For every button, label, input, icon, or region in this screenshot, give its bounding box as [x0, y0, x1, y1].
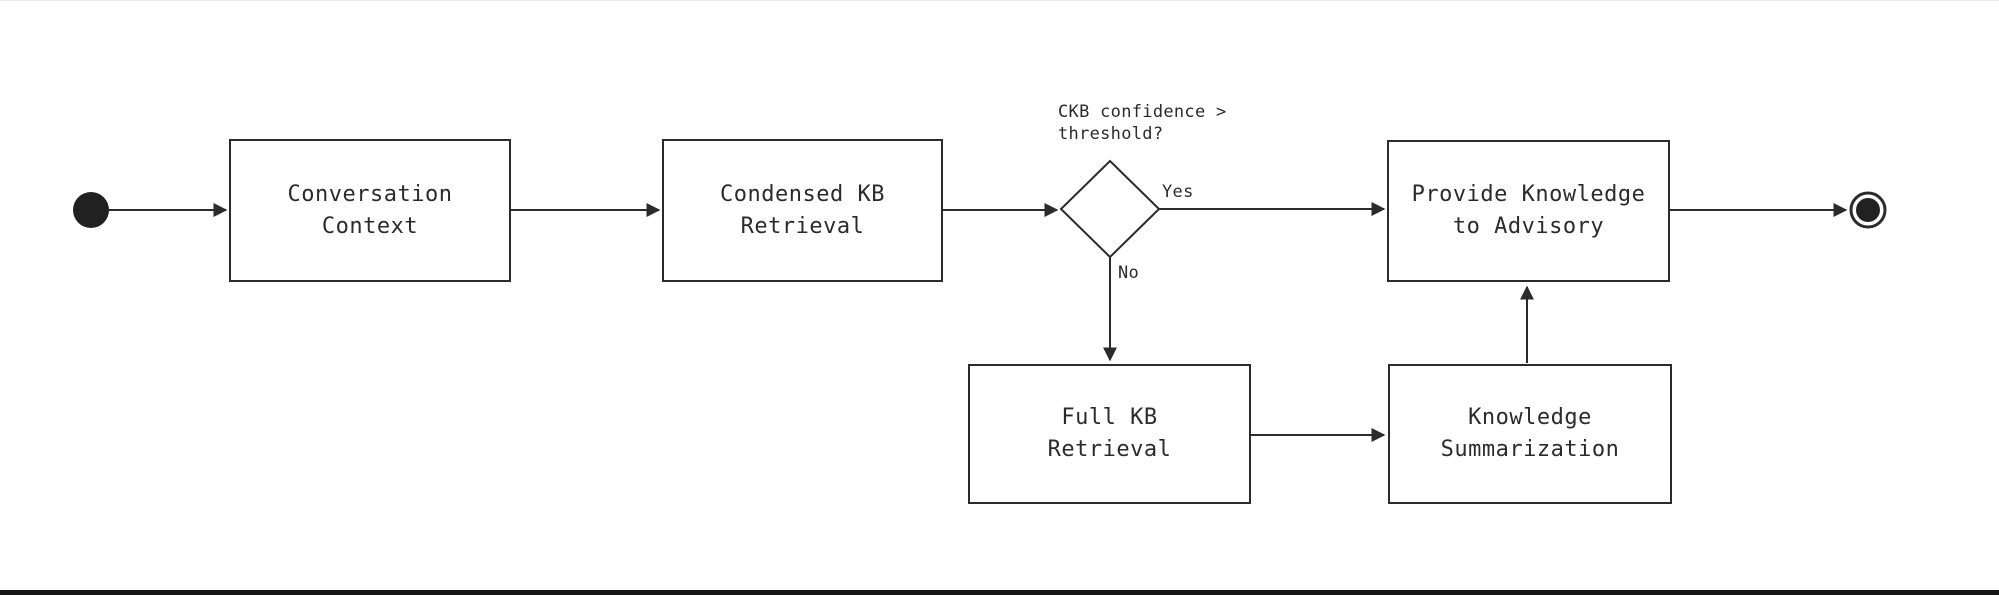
- end-node: [1849, 191, 1887, 229]
- node-label-line: Retrieval: [740, 213, 865, 239]
- decision-condition-label: CKB confidence > threshold?: [1058, 101, 1227, 145]
- node-provide-knowledge-to-advisory: Provide Knowledge to Advisory: [1387, 140, 1670, 282]
- node-label-line: Context: [321, 213, 419, 239]
- node-label-line: Summarization: [1440, 437, 1620, 462]
- node-label-line: Full KB: [1061, 405, 1158, 430]
- start-node: [73, 192, 109, 228]
- node-label-line: Conversation: [287, 181, 453, 207]
- top-divider-line: [0, 0, 1999, 1]
- node-label-line: Knowledge: [1468, 405, 1592, 430]
- edge-label-yes: Yes: [1162, 182, 1194, 202]
- node-knowledge-summarization: Knowledge Summarization: [1388, 364, 1672, 504]
- node-full-kb-retrieval: Full KB Retrieval: [968, 364, 1251, 504]
- decision-condition-line: threshold?: [1058, 124, 1164, 144]
- decision-condition-line: CKB confidence >: [1058, 102, 1227, 122]
- node-label-line: Provide Knowledge: [1411, 182, 1646, 207]
- node-conversation-context: Conversation Context: [229, 139, 511, 282]
- bottom-divider-bar: [0, 590, 1999, 595]
- node-label-line: Retrieval: [1047, 437, 1172, 462]
- edge-label-no: No: [1118, 263, 1140, 283]
- decision-diamond: [1059, 159, 1161, 259]
- node-label-line: to Advisory: [1452, 214, 1605, 239]
- node-label-line: Condensed KB: [720, 181, 885, 207]
- node-condensed-kb-retrieval: Condensed KB Retrieval: [662, 139, 943, 282]
